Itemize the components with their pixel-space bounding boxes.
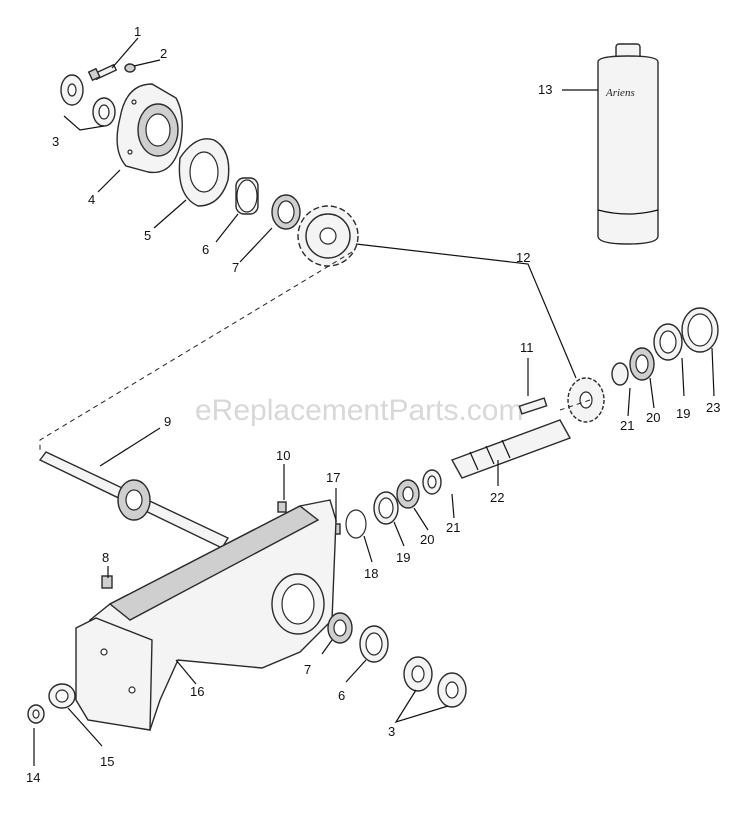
bushing-bottom: [48, 683, 76, 709]
bearing-cone-lower: [396, 479, 420, 509]
callout-14: 14: [26, 770, 40, 785]
gear-top: [297, 205, 359, 267]
bearing-cup-lower: [373, 491, 399, 525]
seal-right: [681, 307, 719, 353]
callout-10: 10: [276, 448, 290, 463]
bearing-cup-mid: [235, 177, 259, 215]
callout-3: 3: [52, 134, 59, 149]
assembly-line-gear: [39, 251, 353, 452]
bearing-cup-right: [653, 323, 683, 361]
leader-lines: [33, 37, 715, 766]
snap-ring: [345, 509, 367, 539]
callout-18: 18: [364, 566, 378, 581]
spacer-mid: [422, 469, 442, 495]
bearing-housing: [116, 83, 183, 174]
callout-7: 7: [232, 260, 239, 275]
callout-15: 15: [100, 754, 114, 769]
callout-5: 5: [144, 228, 151, 243]
lock-washer: [124, 63, 136, 73]
callout-6b: 6: [338, 688, 345, 703]
shear-pin: [277, 501, 287, 513]
callout-21b: 21: [446, 520, 460, 535]
bearing-cup-top: [60, 74, 84, 106]
callout-12: 12: [516, 250, 530, 265]
worm-gear: [567, 377, 605, 423]
callout-1: 1: [134, 24, 141, 39]
bearing-cup-bottom: [359, 625, 389, 663]
seal-bottom-b: [437, 672, 467, 708]
bearing-cone-right: [629, 347, 655, 381]
splined-shaft: [450, 419, 572, 479]
watermark: eReplacementParts.com: [195, 394, 523, 427]
dowel-pin: [101, 575, 113, 589]
gear-housing: [75, 499, 337, 731]
bolt: [87, 63, 118, 82]
callouts: 1 2 3 4 5 6 7 12 13 11 9 10 17 21 20 19 …: [26, 24, 720, 785]
callout-4: 4: [88, 192, 95, 207]
callout-6: 6: [202, 242, 209, 257]
callout-11: 11: [520, 340, 534, 355]
callout-20b: 20: [420, 532, 434, 547]
bearing-cone-mid: [271, 194, 301, 230]
bearing-cone-bottom: [327, 612, 353, 644]
washer-bottom: [27, 704, 45, 724]
callout-3b: 3: [388, 724, 395, 739]
callout-2: 2: [160, 46, 167, 61]
callout-16: 16: [190, 684, 204, 699]
gasket: [178, 138, 230, 207]
callout-13: 13: [538, 82, 552, 97]
callout-22: 22: [490, 490, 504, 505]
callout-17: 17: [326, 470, 340, 485]
callout-23: 23: [706, 400, 720, 415]
spacer-right: [611, 362, 629, 386]
key: [518, 397, 548, 415]
bottle-brand-mark: Ariens: [605, 87, 635, 99]
callout-20: 20: [646, 410, 660, 425]
bearing-cone-top: [92, 97, 116, 127]
callout-19: 19: [676, 406, 690, 421]
callout-19b: 19: [396, 550, 410, 565]
callout-8: 8: [102, 550, 109, 565]
oil-bottle: Ariens: [597, 43, 659, 245]
callout-7b: 7: [304, 662, 311, 677]
seal-bottom-a: [403, 656, 433, 692]
callout-21: 21: [620, 418, 634, 433]
callout-9: 9: [164, 414, 171, 429]
main-shaft: [38, 451, 229, 549]
